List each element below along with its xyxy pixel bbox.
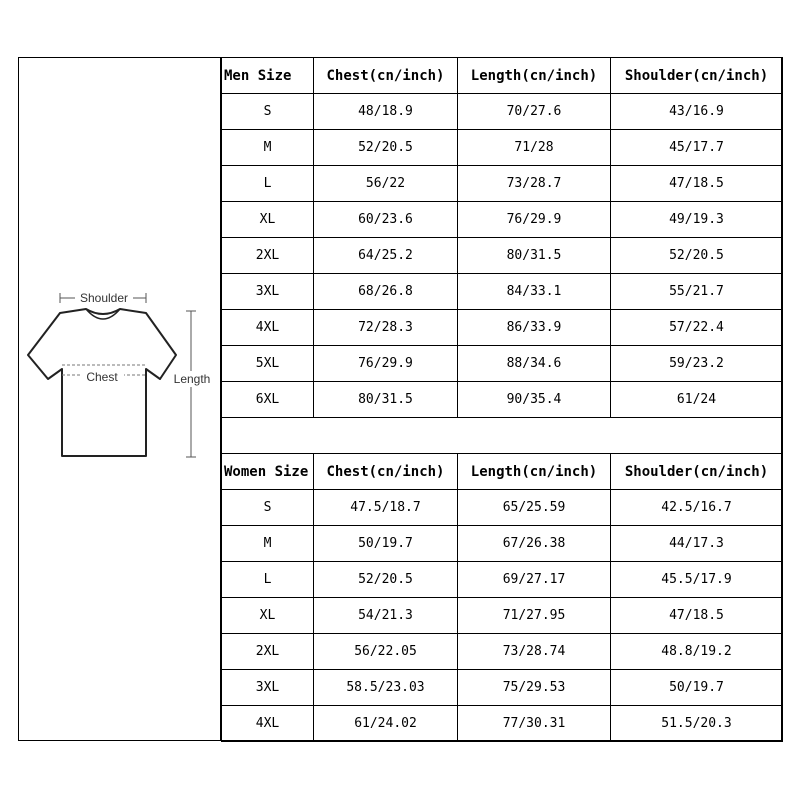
shoulder-cell: 45/17.7 bbox=[610, 129, 783, 166]
shoulder-cell: 57/22.4 bbox=[610, 309, 783, 346]
men-size-header: Men Size bbox=[221, 57, 314, 94]
spacer-cell bbox=[221, 417, 783, 454]
chest-header: Chest(cn/inch) bbox=[313, 57, 458, 94]
size-cell: M bbox=[221, 129, 314, 166]
women-size-header: Women Size bbox=[221, 453, 314, 490]
chest-cell: 52/20.5 bbox=[313, 561, 458, 598]
chest-cell: 76/29.9 bbox=[313, 345, 458, 382]
size-table: Men Size Chest(cn/inch) Length(cn/inch) … bbox=[221, 57, 783, 742]
shoulder-cell: 48.8/19.2 bbox=[610, 633, 783, 670]
size-cell: 2XL bbox=[221, 633, 314, 670]
size-cell: XL bbox=[221, 201, 314, 238]
length-header: Length(cn/inch) bbox=[457, 453, 611, 490]
length-cell: 80/31.5 bbox=[457, 237, 611, 274]
chest-cell: 72/28.3 bbox=[313, 309, 458, 346]
size-cell: 5XL bbox=[221, 345, 314, 382]
tshirt-icon: Shoulder Chest Length bbox=[27, 290, 214, 458]
size-cell: 4XL bbox=[221, 705, 314, 742]
length-header: Length(cn/inch) bbox=[457, 57, 611, 94]
chest-cell: 61/24.02 bbox=[313, 705, 458, 742]
chest-cell: 56/22 bbox=[313, 165, 458, 202]
shoulder-cell: 55/21.7 bbox=[610, 273, 783, 310]
shoulder-header: Shoulder(cn/inch) bbox=[610, 57, 783, 94]
shoulder-cell: 49/19.3 bbox=[610, 201, 783, 238]
length-cell: 71/28 bbox=[457, 129, 611, 166]
size-cell: XL bbox=[221, 597, 314, 634]
men-header-row: Men Size Chest(cn/inch) Length(cn/inch) … bbox=[221, 57, 783, 94]
size-cell: 4XL bbox=[221, 309, 314, 346]
chest-cell: 47.5/18.7 bbox=[313, 489, 458, 526]
shoulder-cell: 47/18.5 bbox=[610, 597, 783, 634]
size-cell: 3XL bbox=[221, 669, 314, 706]
chest-cell: 48/18.9 bbox=[313, 93, 458, 130]
size-cell: 3XL bbox=[221, 273, 314, 310]
length-cell: 73/28.74 bbox=[457, 633, 611, 670]
chest-cell: 80/31.5 bbox=[313, 381, 458, 418]
women-header-row: Women Size Chest(cn/inch) Length(cn/inch… bbox=[221, 453, 783, 490]
size-cell: L bbox=[221, 561, 314, 598]
shoulder-header: Shoulder(cn/inch) bbox=[610, 453, 783, 490]
length-cell: 75/29.53 bbox=[457, 669, 611, 706]
length-cell: 90/35.4 bbox=[457, 381, 611, 418]
size-cell: M bbox=[221, 525, 314, 562]
shoulder-cell: 42.5/16.7 bbox=[610, 489, 783, 526]
length-label: Length bbox=[174, 372, 211, 386]
length-cell: 86/33.9 bbox=[457, 309, 611, 346]
chest-cell: 58.5/23.03 bbox=[313, 669, 458, 706]
shoulder-cell: 61/24 bbox=[610, 381, 783, 418]
shoulder-cell: 51.5/20.3 bbox=[610, 705, 783, 742]
length-cell: 71/27.95 bbox=[457, 597, 611, 634]
length-cell: 70/27.6 bbox=[457, 93, 611, 130]
length-cell: 84/33.1 bbox=[457, 273, 611, 310]
chest-cell: 64/25.2 bbox=[313, 237, 458, 274]
chest-cell: 50/19.7 bbox=[313, 525, 458, 562]
shoulder-label: Shoulder bbox=[80, 291, 128, 305]
shoulder-cell: 52/20.5 bbox=[610, 237, 783, 274]
chest-label: Chest bbox=[86, 370, 118, 384]
size-cell: L bbox=[221, 165, 314, 202]
tshirt-diagram: Shoulder Chest Length bbox=[18, 57, 221, 741]
size-cell: S bbox=[221, 93, 314, 130]
shoulder-cell: 47/18.5 bbox=[610, 165, 783, 202]
chest-cell: 54/21.3 bbox=[313, 597, 458, 634]
length-cell: 65/25.59 bbox=[457, 489, 611, 526]
shoulder-cell: 43/16.9 bbox=[610, 93, 783, 130]
length-cell: 77/30.31 bbox=[457, 705, 611, 742]
length-cell: 76/29.9 bbox=[457, 201, 611, 238]
shoulder-cell: 45.5/17.9 bbox=[610, 561, 783, 598]
shoulder-cell: 59/23.2 bbox=[610, 345, 783, 382]
size-cell: 2XL bbox=[221, 237, 314, 274]
size-cell: 6XL bbox=[221, 381, 314, 418]
length-cell: 73/28.7 bbox=[457, 165, 611, 202]
size-cell: S bbox=[221, 489, 314, 526]
chest-cell: 60/23.6 bbox=[313, 201, 458, 238]
chest-header: Chest(cn/inch) bbox=[313, 453, 458, 490]
shoulder-cell: 50/19.7 bbox=[610, 669, 783, 706]
chest-cell: 52/20.5 bbox=[313, 129, 458, 166]
chest-cell: 68/26.8 bbox=[313, 273, 458, 310]
length-cell: 88/34.6 bbox=[457, 345, 611, 382]
shoulder-cell: 44/17.3 bbox=[610, 525, 783, 562]
chest-cell: 56/22.05 bbox=[313, 633, 458, 670]
spacer-row bbox=[221, 417, 783, 454]
length-cell: 67/26.38 bbox=[457, 525, 611, 562]
length-cell: 69/27.17 bbox=[457, 561, 611, 598]
